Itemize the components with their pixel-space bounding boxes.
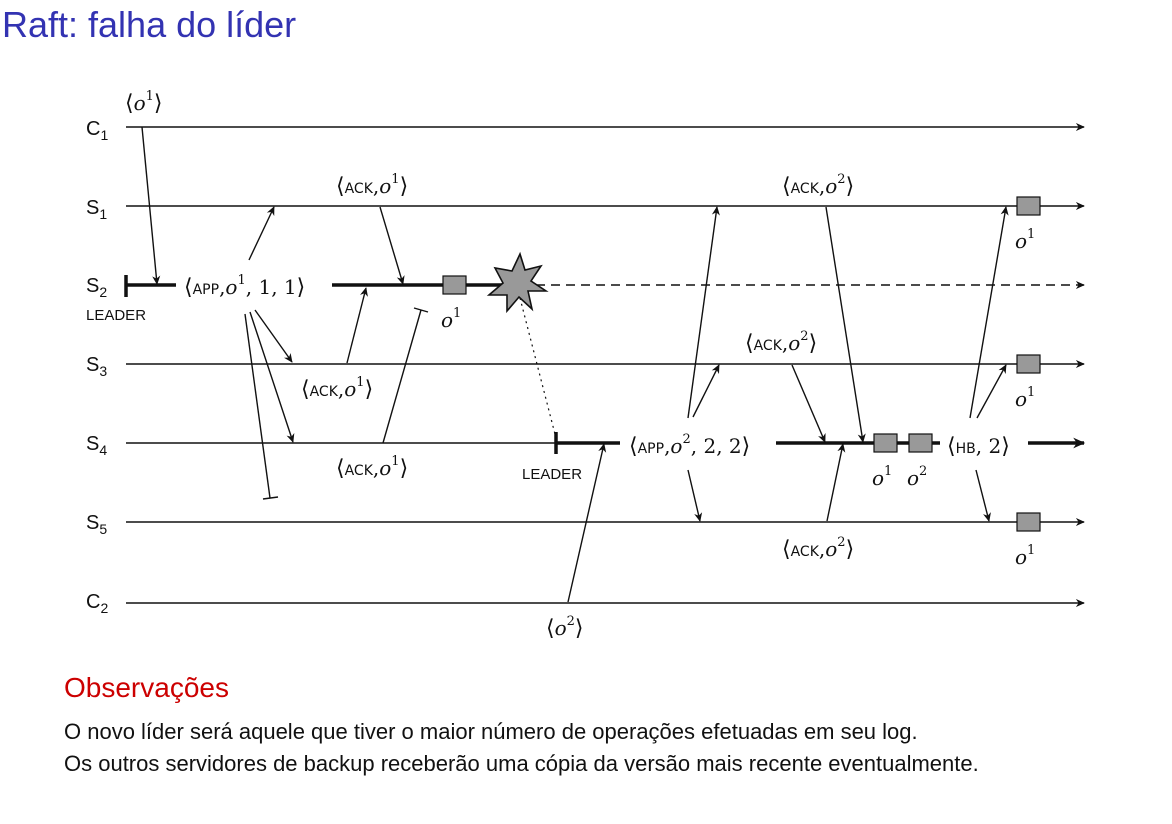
arrow-heartbeat-to-s5: [975, 469, 991, 522]
crash-star-icon: [486, 251, 549, 314]
message-label-heartbeat: ⟨HB, 2⟩: [947, 434, 1010, 459]
crash-to-new-leader-link: [519, 297, 557, 439]
log-entry-s2-o1: [442, 275, 467, 295]
arrow-ack-o2-from-s1: [825, 206, 866, 443]
raft-timeline-diagram: C1 S1 S2 S3 S4 S5 C2 LEADER LEADER: [86, 89, 1086, 641]
message-label-ack-o1-s4: ⟨ACK,o1⟩: [336, 454, 408, 481]
leader-label-s2: LEADER: [86, 307, 146, 324]
message-label-append-o2: ⟨APP,o2, 2, 2⟩: [629, 432, 750, 459]
process-label-c1: C1: [86, 118, 108, 143]
observations-heading: Observações: [64, 672, 229, 703]
arrow-append2-to-s1: [687, 206, 720, 419]
process-label-s1: S1: [86, 197, 107, 222]
message-label-client-o1: ⟨o1⟩: [125, 89, 163, 116]
log-label-s1-o1: o1: [1015, 227, 1035, 253]
arrow-client-request-o1: [141, 126, 161, 285]
message-label-append-o1: ⟨APP,o1, 1, 1⟩: [184, 273, 305, 300]
arrow-append2-to-s3: [692, 364, 720, 418]
log-entry-s1-o1: [1016, 196, 1041, 216]
arrow-ack-o1-from-s1: [379, 206, 405, 285]
message-label-ack-o1-s3: ⟨ACK,o1⟩: [301, 375, 373, 402]
arrow-ack-o2-from-s5: [826, 443, 846, 522]
arrow-append-to-s1: [248, 206, 275, 261]
arrow-ack-o1-from-s4-lost: [382, 309, 422, 444]
log-entry-s4-o2: [908, 433, 933, 453]
message-label-ack-o2-s3: ⟨ACK,o2⟩: [745, 329, 817, 356]
arrow-ack-o1-from-s3: [346, 287, 368, 364]
message-label-ack-o1-s1: ⟨ACK,o1⟩: [336, 172, 408, 199]
process-label-s2: S2: [86, 275, 107, 300]
arrow-heartbeat-to-s1: [969, 206, 1009, 419]
slide-title: Raft: falha do líder: [2, 4, 297, 45]
arrow-ack-o2-from-s3: [791, 364, 826, 443]
log-entry-s5-o1: [1016, 512, 1041, 532]
log-entry-s4-o1: [873, 433, 898, 453]
arrow-append-to-s4: [249, 311, 295, 443]
message-label-ack-o2-s5: ⟨ACK,o2⟩: [782, 535, 854, 562]
observations-body: O novo líder será aquele que tiver o mai…: [64, 716, 1154, 780]
message-label-client-o2: ⟨o2⟩: [546, 614, 584, 641]
arrow-append-to-s3: [254, 309, 293, 363]
observation-line-2: Os outros servidores de backup receberão…: [64, 751, 979, 776]
arrow-heartbeat-to-s3: [976, 364, 1007, 419]
process-label-s4: S4: [86, 433, 107, 458]
log-entry-s3-o1: [1016, 354, 1041, 374]
arrow-append-to-s5-lost: [244, 313, 271, 499]
arrow-append-to-s5-lost-end: [262, 496, 279, 500]
log-label-s3-o1: o1: [1015, 385, 1035, 411]
log-label-s2-o1: o1: [441, 306, 461, 332]
process-label-c2: C2: [86, 591, 108, 616]
message-label-ack-o2-s1: ⟨ACK,o2⟩: [782, 172, 854, 199]
process-label-s3: S3: [86, 354, 107, 379]
process-label-s5: S5: [86, 512, 107, 537]
log-label-s4-o2: o2: [907, 464, 927, 490]
leader-label-s4: LEADER: [522, 466, 582, 483]
observation-line-1: O novo líder será aquele que tiver o mai…: [64, 719, 918, 744]
arrow-ack-o1-from-s4-lost-end: [413, 307, 429, 313]
log-label-s5-o1: o1: [1015, 543, 1035, 569]
arrow-client-request-o2: [567, 443, 607, 603]
arrow-append2-to-s5: [687, 469, 703, 522]
log-label-s4-o1: o1: [872, 464, 892, 490]
